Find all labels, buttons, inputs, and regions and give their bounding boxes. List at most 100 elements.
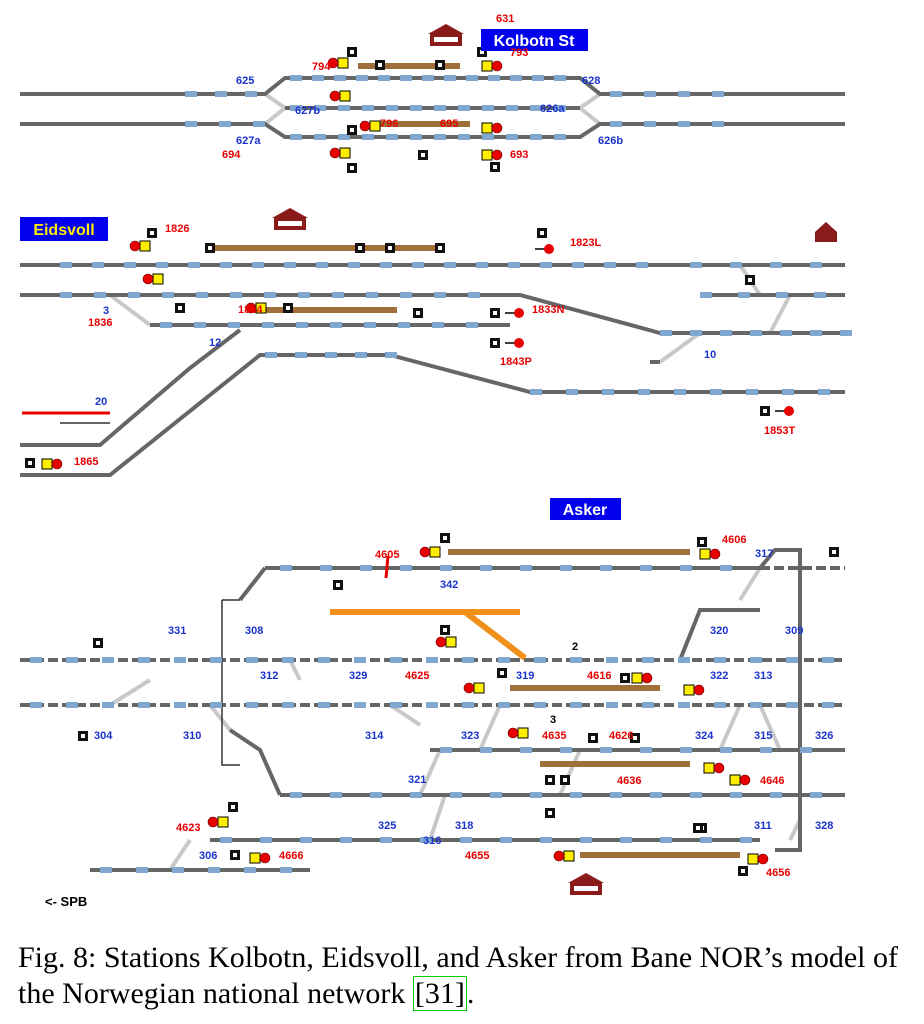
track-label: 315 (754, 730, 772, 742)
track-label: 326 (815, 730, 833, 742)
block-marker-dot (350, 166, 354, 170)
track-segment (810, 330, 822, 336)
track-segment (230, 292, 242, 298)
block-marker-dot (493, 341, 497, 345)
signals (41, 57, 794, 865)
building-roof (428, 24, 464, 34)
track-crossover (418, 749, 442, 796)
track-crossover (168, 838, 192, 872)
track-segment (362, 105, 374, 111)
signal-icon (359, 120, 381, 132)
track-segment (690, 262, 702, 268)
building-roof (568, 873, 604, 883)
track-segment (312, 75, 324, 81)
track-segment (92, 262, 104, 268)
block-marker-dot (563, 778, 567, 782)
signal-yellow-lamp (369, 120, 381, 132)
block-marker-dot (438, 63, 442, 67)
track-segment (822, 657, 834, 663)
track-label: 4605 (375, 549, 399, 561)
signal-red-lamp (327, 57, 339, 69)
track-segment (500, 837, 512, 843)
track-segment (385, 352, 397, 358)
track-segment (730, 262, 742, 268)
track-label: 626a (540, 103, 565, 115)
signal-red-lamp (693, 684, 705, 696)
track-label: 306 (199, 850, 217, 862)
track-segment (420, 837, 432, 843)
station-building-icon (568, 873, 604, 895)
track-segment (572, 262, 584, 268)
track-segment (534, 702, 546, 708)
track-label: 308 (245, 625, 263, 637)
signal-red-lamp (507, 727, 519, 739)
signal-red-lamp (491, 149, 503, 161)
signal-yellow-lamp (729, 774, 741, 786)
track-label: 4655 (465, 850, 489, 862)
block-marker-dot (96, 641, 100, 645)
track-segment (215, 91, 227, 97)
building-windows (278, 221, 302, 226)
track-segment (128, 292, 140, 298)
block-marker-dot (548, 778, 552, 782)
track-label: 2 (572, 641, 578, 653)
track-segment (196, 292, 208, 298)
signal-icon (463, 682, 485, 694)
signal-red-lamp (491, 60, 503, 72)
track-label: 320 (710, 625, 728, 637)
block-marker-dot (493, 311, 497, 315)
signal-red-lamp (491, 122, 503, 134)
track-segment (466, 322, 478, 328)
track-label: 20 (95, 396, 107, 408)
signal-red-lamp (329, 147, 341, 159)
track-crossover (208, 703, 232, 732)
block-marker-icon (230, 850, 240, 860)
caption-end: . (466, 977, 475, 1010)
track-segment (640, 747, 652, 753)
track-segment (570, 702, 582, 708)
signal-yellow-lamp (683, 684, 695, 696)
track-segment (710, 389, 722, 395)
block-marker-icon (537, 228, 547, 238)
block-marker-dot (358, 246, 362, 250)
block-marker-icon (78, 731, 88, 741)
track-segment (380, 837, 392, 843)
block-marker-icon (355, 243, 365, 253)
track-label: 325 (378, 820, 396, 832)
signal-yellow-lamp (152, 273, 164, 285)
track-segment (532, 75, 544, 81)
block-marker-icon (620, 673, 630, 683)
track-label: 328 (815, 820, 833, 832)
block-marker-icon (490, 162, 500, 172)
track-segment (534, 657, 546, 663)
track-segment (730, 792, 742, 798)
track-segment (458, 105, 470, 111)
track-segment (138, 702, 150, 708)
track-segment (476, 262, 488, 268)
track-segment (714, 702, 726, 708)
block-marker-dot (81, 734, 85, 738)
track-label: 321 (408, 774, 426, 786)
track-segment (318, 657, 330, 663)
station-name-asker: Asker (563, 502, 607, 519)
block-marker-dot (748, 278, 752, 282)
track-label: 319 (516, 670, 534, 682)
signal-icon (481, 60, 503, 72)
block-marker-dot (623, 676, 627, 680)
block-marker-dot (231, 805, 235, 809)
track-segment (290, 105, 302, 111)
track-segment (220, 262, 232, 268)
track-label: 342 (440, 579, 458, 591)
block-marker-dot (178, 306, 182, 310)
signal-icon (631, 672, 653, 684)
track-crossover (768, 294, 792, 334)
track-segment (720, 330, 732, 336)
block-marker-dot (286, 306, 290, 310)
signal-icon (207, 816, 229, 828)
signal-red-lamp (419, 546, 431, 558)
track-segment (386, 105, 398, 111)
track-segment-markers (30, 75, 852, 873)
signal-yellow-lamp (703, 762, 715, 774)
track-segment (440, 565, 452, 571)
block-marker-dot (493, 165, 497, 169)
